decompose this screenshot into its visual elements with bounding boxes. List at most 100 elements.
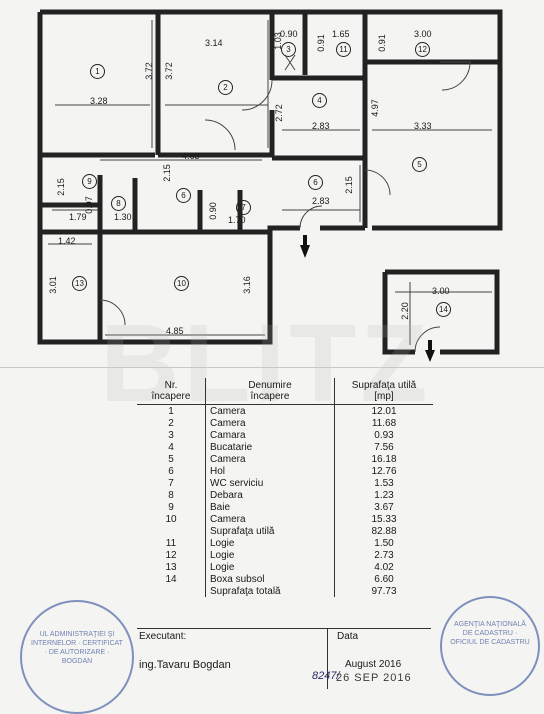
row-nr: 1: [137, 404, 206, 417]
executant-block: Executant: Data ing.Tavaru Bogdan August…: [137, 628, 431, 689]
dim-label: 3.14: [205, 38, 223, 48]
row-area: 1.53: [374, 477, 394, 489]
room-9-marker: 9: [82, 174, 97, 189]
right-stamp-text: AGENŢIA NAŢIONALĂ DE CADASTRU · OFICIUL …: [450, 621, 530, 646]
row-name: Suprafaţa totală: [205, 585, 335, 597]
row-name: Boxa subsol: [205, 573, 335, 585]
left-stamp: UL ADMINISTRAŢIEI ŞI INTERNELOR · CERTIF…: [20, 600, 134, 714]
room-13-marker: 13: [72, 276, 87, 291]
room-1-marker: 1: [90, 64, 105, 79]
executant-name: ing.Tavaru Bogdan: [139, 659, 231, 671]
room-6b-marker: 6: [308, 175, 323, 190]
row-area: 16.18: [371, 453, 397, 465]
row-area: 1.50: [374, 537, 394, 549]
row-nr: [137, 525, 206, 537]
dim-label: 4.85: [166, 326, 184, 336]
dim-label: 0.91: [376, 34, 387, 52]
dim-label: 3.72: [143, 62, 154, 80]
col-header-name: Denumire încapere: [205, 378, 335, 405]
row-area: 11.68: [371, 417, 397, 429]
executant-label: Executant:: [139, 631, 187, 642]
left-stamp-text: UL ADMINISTRAŢIEI ŞI INTERNELOR · CERTIF…: [31, 631, 123, 665]
dim-label: 1.70: [228, 215, 246, 225]
row-name: Camara: [205, 429, 335, 441]
dim-label: 1.42: [58, 236, 76, 246]
floor-plan: 1 2 3 4 5 6 6 7 8 9 10 11 12 13 14 3.28 …: [37, 9, 503, 362]
room-14-marker: 14: [436, 302, 451, 317]
dim-label: 4.97: [369, 99, 380, 117]
row-nr: 6: [137, 465, 206, 477]
right-stamp: AGENŢIA NAŢIONALĂ DE CADASTRU · OFICIUL …: [440, 596, 540, 696]
row-nr: 13: [137, 561, 206, 573]
dim-label: 3.01: [47, 276, 58, 294]
dim-label: 3.00: [414, 29, 432, 39]
dim-label: 3.00: [432, 286, 450, 296]
dim-label: 3.28: [90, 96, 108, 106]
signature-number: 8247/: [312, 670, 340, 682]
date-label: Data: [337, 631, 359, 642]
row-nr: 14: [137, 573, 206, 585]
row-area: 97.73: [371, 585, 397, 597]
table-row: Suprafaţa utilă 82.88: [137, 525, 433, 537]
sheet-separator: [0, 367, 544, 368]
dim-label: 4.63: [182, 151, 200, 161]
col-header-nr: Nr. încapere: [137, 378, 206, 405]
row-area: 82.88: [371, 525, 397, 537]
executant-divider: [327, 629, 328, 689]
dim-label: 2.15: [55, 178, 66, 196]
dim-label: 1.30: [114, 212, 132, 222]
row-name: Suprafaţa utilă: [205, 525, 335, 537]
dim-label: 3.33: [414, 121, 432, 131]
row-area: 12.76: [371, 465, 397, 477]
row-name: Logie: [205, 561, 335, 573]
row-name: Camera: [205, 513, 335, 525]
dim-label: 2.72: [273, 104, 284, 122]
row-area: 1.23: [374, 489, 394, 501]
dim-label: 1.65: [332, 29, 350, 39]
row-nr: 8: [137, 489, 206, 501]
dim-label: 1.79: [69, 212, 87, 222]
dim-label: 1.03: [272, 32, 283, 50]
dim-label: 0.90: [280, 29, 298, 39]
row-name: Camera: [205, 404, 335, 417]
col-header-area: Suprafaţa utilă [mp]: [334, 378, 433, 405]
dim-label: 2.15: [343, 176, 354, 194]
row-area: 12.01: [371, 405, 397, 417]
room-2-marker: 2: [218, 80, 233, 95]
room-8-marker: 8: [111, 196, 126, 211]
row-name: Logie: [205, 537, 335, 549]
dim-label: 0.91: [315, 34, 326, 52]
row-name: Camera: [205, 417, 335, 429]
dim-label: 0.90: [207, 202, 218, 220]
row-area: 3.67: [374, 501, 394, 513]
room-4-marker: 4: [312, 93, 327, 108]
rooms-table: Nr. încapere Denumire încapere Suprafaţa…: [137, 378, 433, 597]
room-6-marker: 6: [176, 188, 191, 203]
row-nr: 10: [137, 513, 206, 525]
row-name: Debara: [205, 489, 335, 501]
row-nr: 7: [137, 477, 206, 489]
row-area: 2.73: [374, 549, 394, 561]
row-nr: 2: [137, 417, 206, 429]
row-area: 4.02: [374, 561, 394, 573]
room-12-marker: 12: [415, 42, 430, 57]
row-nr: 12: [137, 549, 206, 561]
row-area: 15.33: [371, 513, 397, 525]
dim-label: 0.97: [83, 196, 94, 214]
room-7-marker: 7: [236, 200, 251, 215]
row-name: WC serviciu: [205, 477, 335, 489]
dim-label: 2.15: [161, 164, 172, 182]
row-nr: [137, 585, 206, 597]
